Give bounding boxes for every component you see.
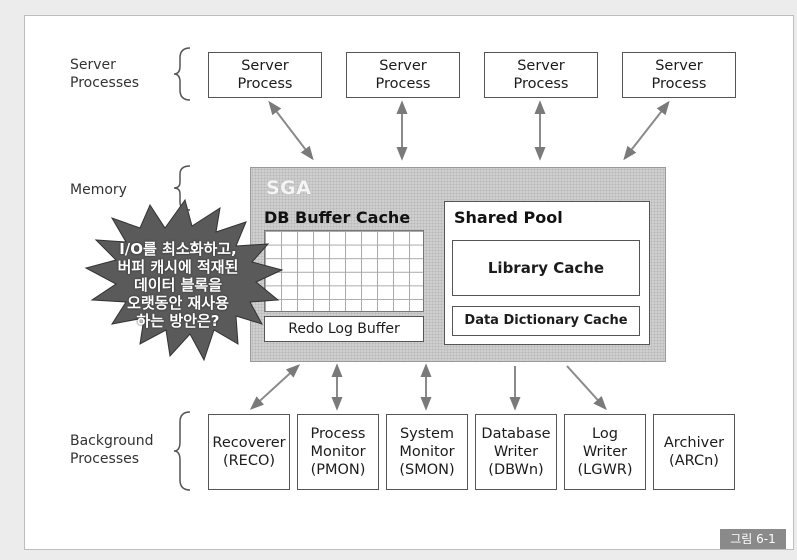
server-process-box: Server Process <box>208 52 322 98</box>
background-process-box: System Monitor (SMON) <box>386 414 468 490</box>
db-buffer-cache-grid <box>264 230 424 312</box>
server-process-box: Server Process <box>622 52 736 98</box>
arrow-sga-lgwr <box>566 365 607 411</box>
shared-pool-title: Shared Pool <box>454 208 563 227</box>
redo-log-buffer-box: Redo Log Buffer <box>264 316 424 342</box>
arrow-sga-reco <box>249 364 301 410</box>
arrow-server4-sga <box>623 100 670 161</box>
figure-label-badge: 그림 6-1 <box>720 529 786 549</box>
server-process-box: Server Process <box>484 52 598 98</box>
callout-burst-icon <box>84 198 284 362</box>
background-process-box: Archiver (ARCn) <box>653 414 735 490</box>
callout-text: I/O를 최소화하고, 버퍼 캐시에 적재된 데이터 블록을 오랫동안 재사용 … <box>117 240 239 330</box>
arrow-server1-sga <box>268 100 314 161</box>
background-process-box: Process Monitor (PMON) <box>297 414 379 490</box>
sga-title: SGA <box>266 177 312 199</box>
background-process-box: Database Writer (DBWn) <box>475 414 557 490</box>
background-process-box: Recoverer (RECO) <box>208 414 290 490</box>
background-process-box: Log Writer (LGWR) <box>564 414 646 490</box>
server-brace-icon <box>173 47 191 101</box>
server-processes-label: Server Processes <box>70 57 140 91</box>
server-process-box: Server Process <box>346 52 460 98</box>
background-processes-label: Background Processes <box>70 433 154 467</box>
db-buffer-cache-title: DB Buffer Cache <box>264 208 411 227</box>
background-brace-icon <box>173 411 191 491</box>
library-cache-box: Library Cache <box>452 240 640 296</box>
data-dictionary-cache-box: Data Dictionary Cache <box>452 306 640 336</box>
memory-label: Memory <box>70 182 127 198</box>
